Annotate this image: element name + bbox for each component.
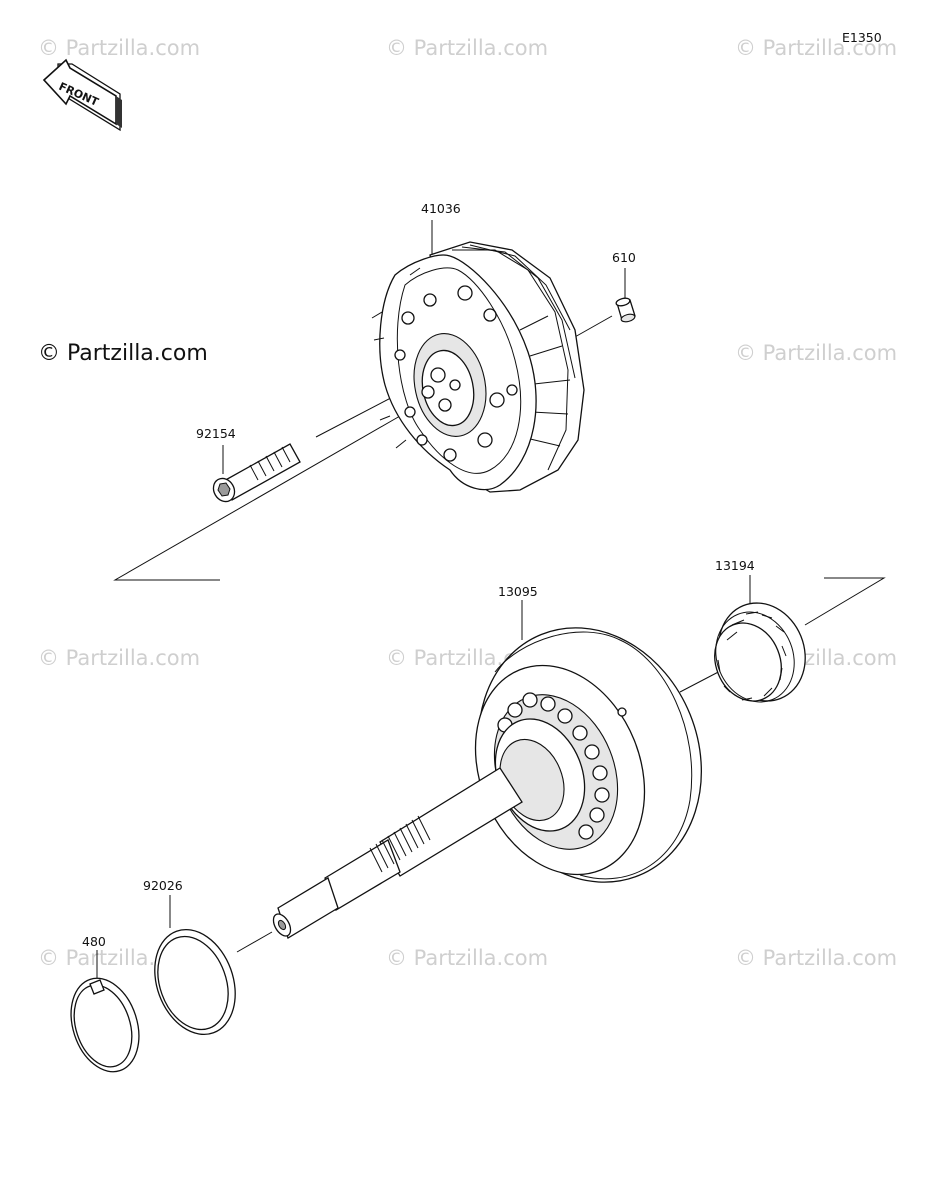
part-label-92026[interactable]: 92026	[143, 878, 183, 893]
part-label-92154[interactable]: 92154	[196, 426, 236, 441]
dowel-pin-610[interactable]	[615, 297, 636, 323]
watermark: © Partzilla.com	[386, 36, 548, 60]
part-label-610[interactable]: 610	[612, 250, 636, 265]
circlip-480[interactable]	[60, 969, 151, 1080]
watermark: © Partzilla.com	[735, 341, 897, 365]
chain-rollers	[497, 692, 610, 840]
watermark: © Partzilla.com	[735, 946, 897, 970]
diagram-id: E1350	[842, 30, 882, 45]
watermark: © Partzilla.com	[38, 36, 200, 60]
watermark: © Partzilla.com	[386, 946, 548, 970]
part-label-13095[interactable]: 13095	[498, 584, 538, 599]
bearing-cage	[717, 611, 787, 701]
clutch-assembly-41036[interactable]	[371, 241, 585, 493]
part-label-41036[interactable]: 41036	[421, 201, 461, 216]
front-arrow-icon: FRONT	[42, 58, 122, 132]
watermark: © Partzilla.com	[38, 646, 200, 670]
bearing-13194[interactable]	[703, 590, 820, 714]
watermark-main: © Partzilla.com	[38, 341, 208, 366]
washer-92026[interactable]	[141, 918, 249, 1045]
part-label-13194[interactable]: 13194	[715, 558, 755, 573]
part-label-480[interactable]: 480	[82, 934, 106, 949]
shaft-drum-13095[interactable]	[270, 594, 739, 939]
spline	[369, 815, 431, 873]
bolt-92154[interactable]	[209, 443, 301, 505]
watermark: © Partzilla.com	[735, 36, 897, 60]
